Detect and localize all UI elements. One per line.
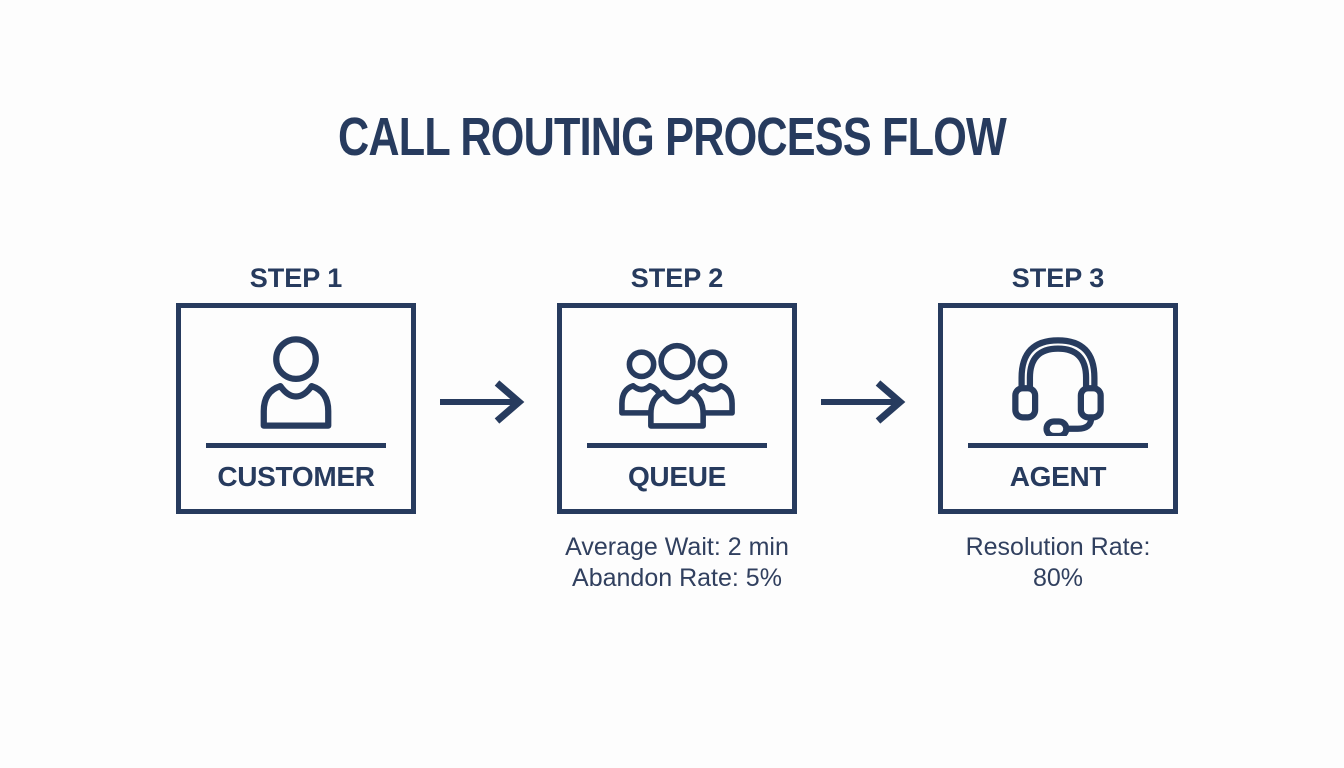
- step-2-group: STEP 2 QUEUE: [557, 263, 797, 514]
- queue-box-label: QUEUE: [627, 461, 727, 492]
- agent-metric-resolution-value: 80%: [1032, 564, 1084, 592]
- diagram-title: CALL ROUTING PROCESS FLOW: [337, 107, 1007, 167]
- agent-box-label: AGENT: [1009, 461, 1107, 492]
- headset-icon: [943, 328, 1173, 438]
- queue-metrics: Average Wait: 2 min Abandon Rate: 5%: [517, 532, 837, 594]
- step-3-label: STEP 3: [1011, 263, 1105, 293]
- queue-box: QUEUE: [557, 303, 797, 514]
- flow-arrow-2: [819, 379, 919, 425]
- agent-metrics: Resolution Rate: 80%: [898, 532, 1218, 594]
- step-1-group: STEP 1 CUSTOMER: [176, 263, 416, 514]
- queue-metric-abandon: Abandon Rate: 5%: [572, 564, 782, 592]
- agent-box: AGENT: [938, 303, 1178, 514]
- label-divider: [968, 443, 1148, 448]
- customer-box: CUSTOMER: [176, 303, 416, 514]
- label-divider: [206, 443, 386, 448]
- queue-metric-wait: Average Wait: 2 min: [565, 533, 789, 561]
- people-group-icon: [562, 328, 792, 438]
- step-1-label: STEP 1: [249, 263, 343, 293]
- label-divider: [587, 443, 767, 448]
- agent-metric-resolution-label: Resolution Rate:: [965, 533, 1151, 561]
- flow-arrow-1: [438, 379, 538, 425]
- step-2-label: STEP 2: [630, 263, 724, 293]
- person-icon: [181, 328, 411, 438]
- step-3-group: STEP 3 AGENT: [938, 263, 1178, 514]
- customer-box-label: CUSTOMER: [217, 461, 375, 492]
